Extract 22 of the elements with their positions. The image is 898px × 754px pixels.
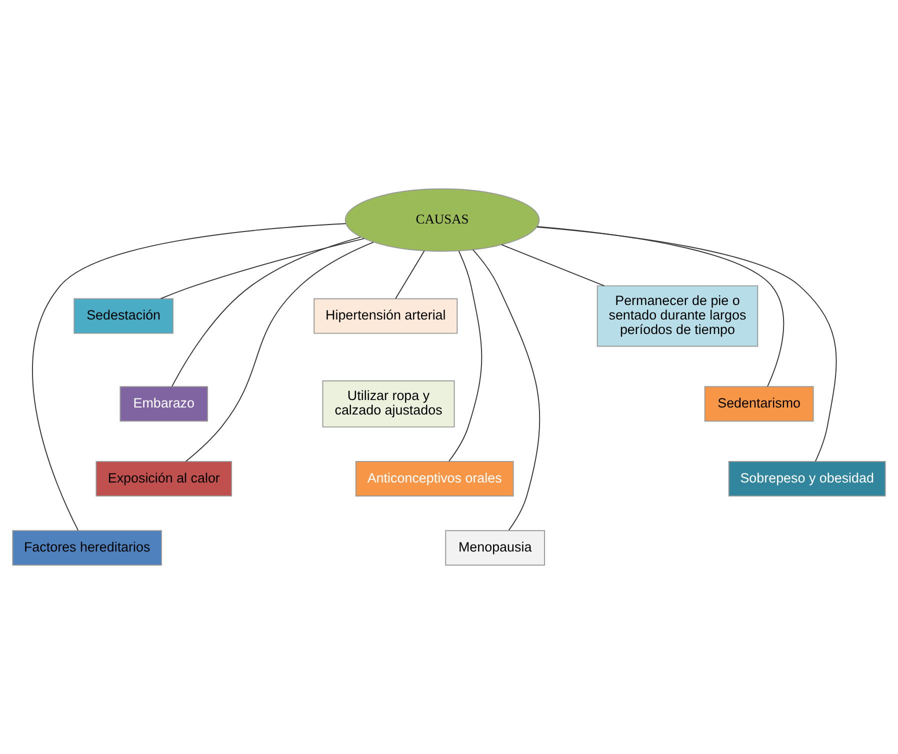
connector (172, 236, 361, 387)
connector (448, 250, 482, 462)
connector (32, 223, 346, 531)
node-box: Sobrepeso y obesidad (728, 461, 886, 497)
node-ellipse: CAUSAS (344, 188, 540, 252)
node-box: Sedentarismo (704, 386, 814, 422)
connector (536, 226, 784, 387)
connector (395, 250, 425, 300)
connector (185, 242, 374, 462)
node-box: Hipertensión arterial (314, 298, 458, 334)
node-box: Sedestación (74, 298, 174, 334)
connector (160, 238, 365, 300)
connector (536, 226, 837, 462)
node-box: Factores hereditarios (12, 530, 162, 566)
connector (501, 244, 605, 286)
node-box: Anticonceptivos orales (355, 461, 514, 497)
node-box: Menopausia (445, 530, 545, 566)
node-box: Embarazo (120, 386, 208, 422)
node-box: Permanecer de pie o sentado durante largos períodos de tiempo (596, 285, 758, 347)
node-box: Utilizar ropa y calzado ajustados (322, 380, 455, 428)
node-box: Exposición al calor (96, 461, 232, 497)
connector (472, 249, 540, 531)
